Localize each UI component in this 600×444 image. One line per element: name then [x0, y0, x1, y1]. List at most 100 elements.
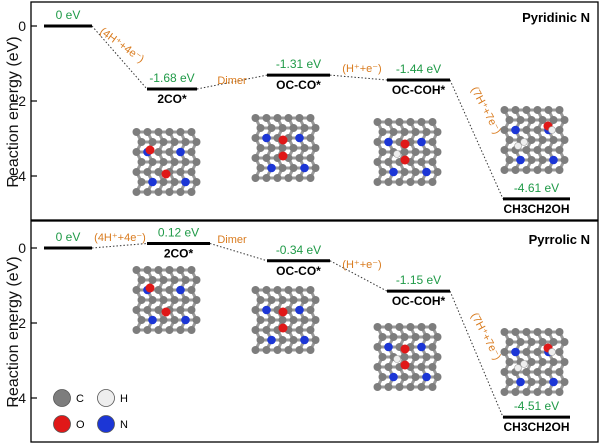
carbon-atom: [159, 158, 168, 166]
carbon-atom: [511, 388, 520, 396]
carbon-atom: [373, 383, 382, 391]
carbon-atom: [251, 306, 260, 314]
carbon-atom: [406, 383, 415, 391]
carbon-atom: [511, 106, 520, 114]
carbon-atom: [538, 338, 547, 346]
step-label: (4H⁺+4e⁻): [97, 26, 146, 66]
carbon-atom: [306, 326, 315, 334]
oxygen-atom: [278, 307, 288, 317]
carbon-atom: [176, 266, 185, 274]
carbon-atom: [154, 168, 163, 176]
carbon-atom: [505, 116, 514, 124]
carbon-atom: [187, 286, 196, 294]
carbon-atom: [373, 178, 382, 186]
carbon-atom: [400, 333, 409, 341]
oxygen-atom: [400, 139, 410, 149]
energy-value-label: -4.61 eV: [514, 181, 559, 195]
carbon-atom: [159, 296, 168, 304]
carbon-atom: [544, 388, 553, 396]
carbon-atom: [143, 306, 152, 314]
carbon-atom: [433, 373, 442, 381]
carbon-atom: [516, 338, 525, 346]
carbon-atom: [170, 138, 179, 146]
y-tick-label: −4: [10, 390, 26, 406]
carbon-atom: [384, 363, 393, 371]
carbon-atom: [500, 146, 509, 154]
carbon-atom: [422, 353, 431, 361]
nitrogen-atom: [549, 155, 558, 165]
carbon-atom: [560, 116, 569, 124]
carbon-atom: [549, 338, 558, 346]
carbon-atom: [295, 114, 304, 122]
carbon-atom: [311, 296, 320, 304]
carbon-atom: [267, 144, 276, 152]
carbon-atom: [295, 326, 304, 334]
carbon-atom: [533, 126, 542, 134]
carbon-atom: [284, 286, 293, 294]
energy-value-label: -1.15 eV: [396, 273, 441, 287]
carbon-atom: [143, 266, 152, 274]
carbon-atom: [181, 158, 190, 166]
carbon-atom: [176, 188, 185, 196]
carbon-atom: [300, 144, 309, 152]
legend-atom-n: [97, 415, 115, 433]
carbon-atom: [417, 323, 426, 331]
carbon-atom: [306, 286, 315, 294]
carbon-atom: [165, 326, 174, 334]
carbon-atom: [527, 136, 536, 144]
carbon-atom: [549, 136, 558, 144]
carbon-atom: [267, 316, 276, 324]
carbon-atom: [505, 156, 514, 164]
carbon-atom: [544, 106, 553, 114]
carbon-atom: [433, 353, 442, 361]
carbon-atom: [273, 346, 282, 354]
carbon-atom: [373, 118, 382, 126]
carbon-atom: [411, 168, 420, 176]
carbon-atom: [389, 333, 398, 341]
carbon-atom: [306, 134, 315, 142]
carbon-atom: [533, 348, 542, 356]
carbon-atom: [170, 296, 179, 304]
carbon-atom: [378, 168, 387, 176]
carbon-atom: [527, 116, 536, 124]
carbon-atom: [411, 128, 420, 136]
step-connector: [209, 243, 268, 262]
graphene-cluster: [373, 118, 442, 186]
graphene-cluster: [132, 266, 201, 334]
nitrogen-atom: [300, 163, 309, 173]
carbon-atom: [306, 346, 315, 354]
y-ticks-top: 0−2−4: [10, 18, 37, 184]
carbon-atom: [378, 373, 387, 381]
carbon-atom: [533, 368, 542, 376]
state-label: OC-COH*: [392, 294, 446, 308]
carbon-atom: [251, 326, 260, 334]
state-label: CH3CH2OH: [503, 420, 569, 434]
carbon-atom: [384, 178, 393, 186]
energy-value-label: -0.34 eV: [276, 243, 321, 257]
carbon-atom: [511, 166, 520, 174]
step-connector: [196, 74, 268, 90]
carbon-atom: [378, 148, 387, 156]
carbon-atom: [433, 168, 442, 176]
carbon-atom: [406, 323, 415, 331]
energy-value-label: 0 eV: [56, 230, 81, 244]
y-axis-label-top: Reaction energy (eV): [5, 36, 22, 187]
carbon-atom: [417, 383, 426, 391]
carbon-atom: [176, 306, 185, 314]
graphene-cluster: [251, 114, 320, 182]
carbon-atom: [560, 136, 569, 144]
carbon-atom: [311, 124, 320, 132]
carbon-atom: [289, 124, 298, 132]
carbon-atom: [300, 316, 309, 324]
carbon-atom: [505, 136, 514, 144]
carbon-atom: [159, 316, 168, 324]
carbon-atom: [262, 346, 271, 354]
energy-value-label: -1.68 eV: [149, 71, 194, 85]
oxygen-atom: [278, 151, 288, 161]
carbon-atom: [187, 326, 196, 334]
carbon-atom: [306, 174, 315, 182]
nitrogen-atom: [516, 155, 525, 165]
carbon-atom: [400, 128, 409, 136]
carbon-atom: [395, 178, 404, 186]
